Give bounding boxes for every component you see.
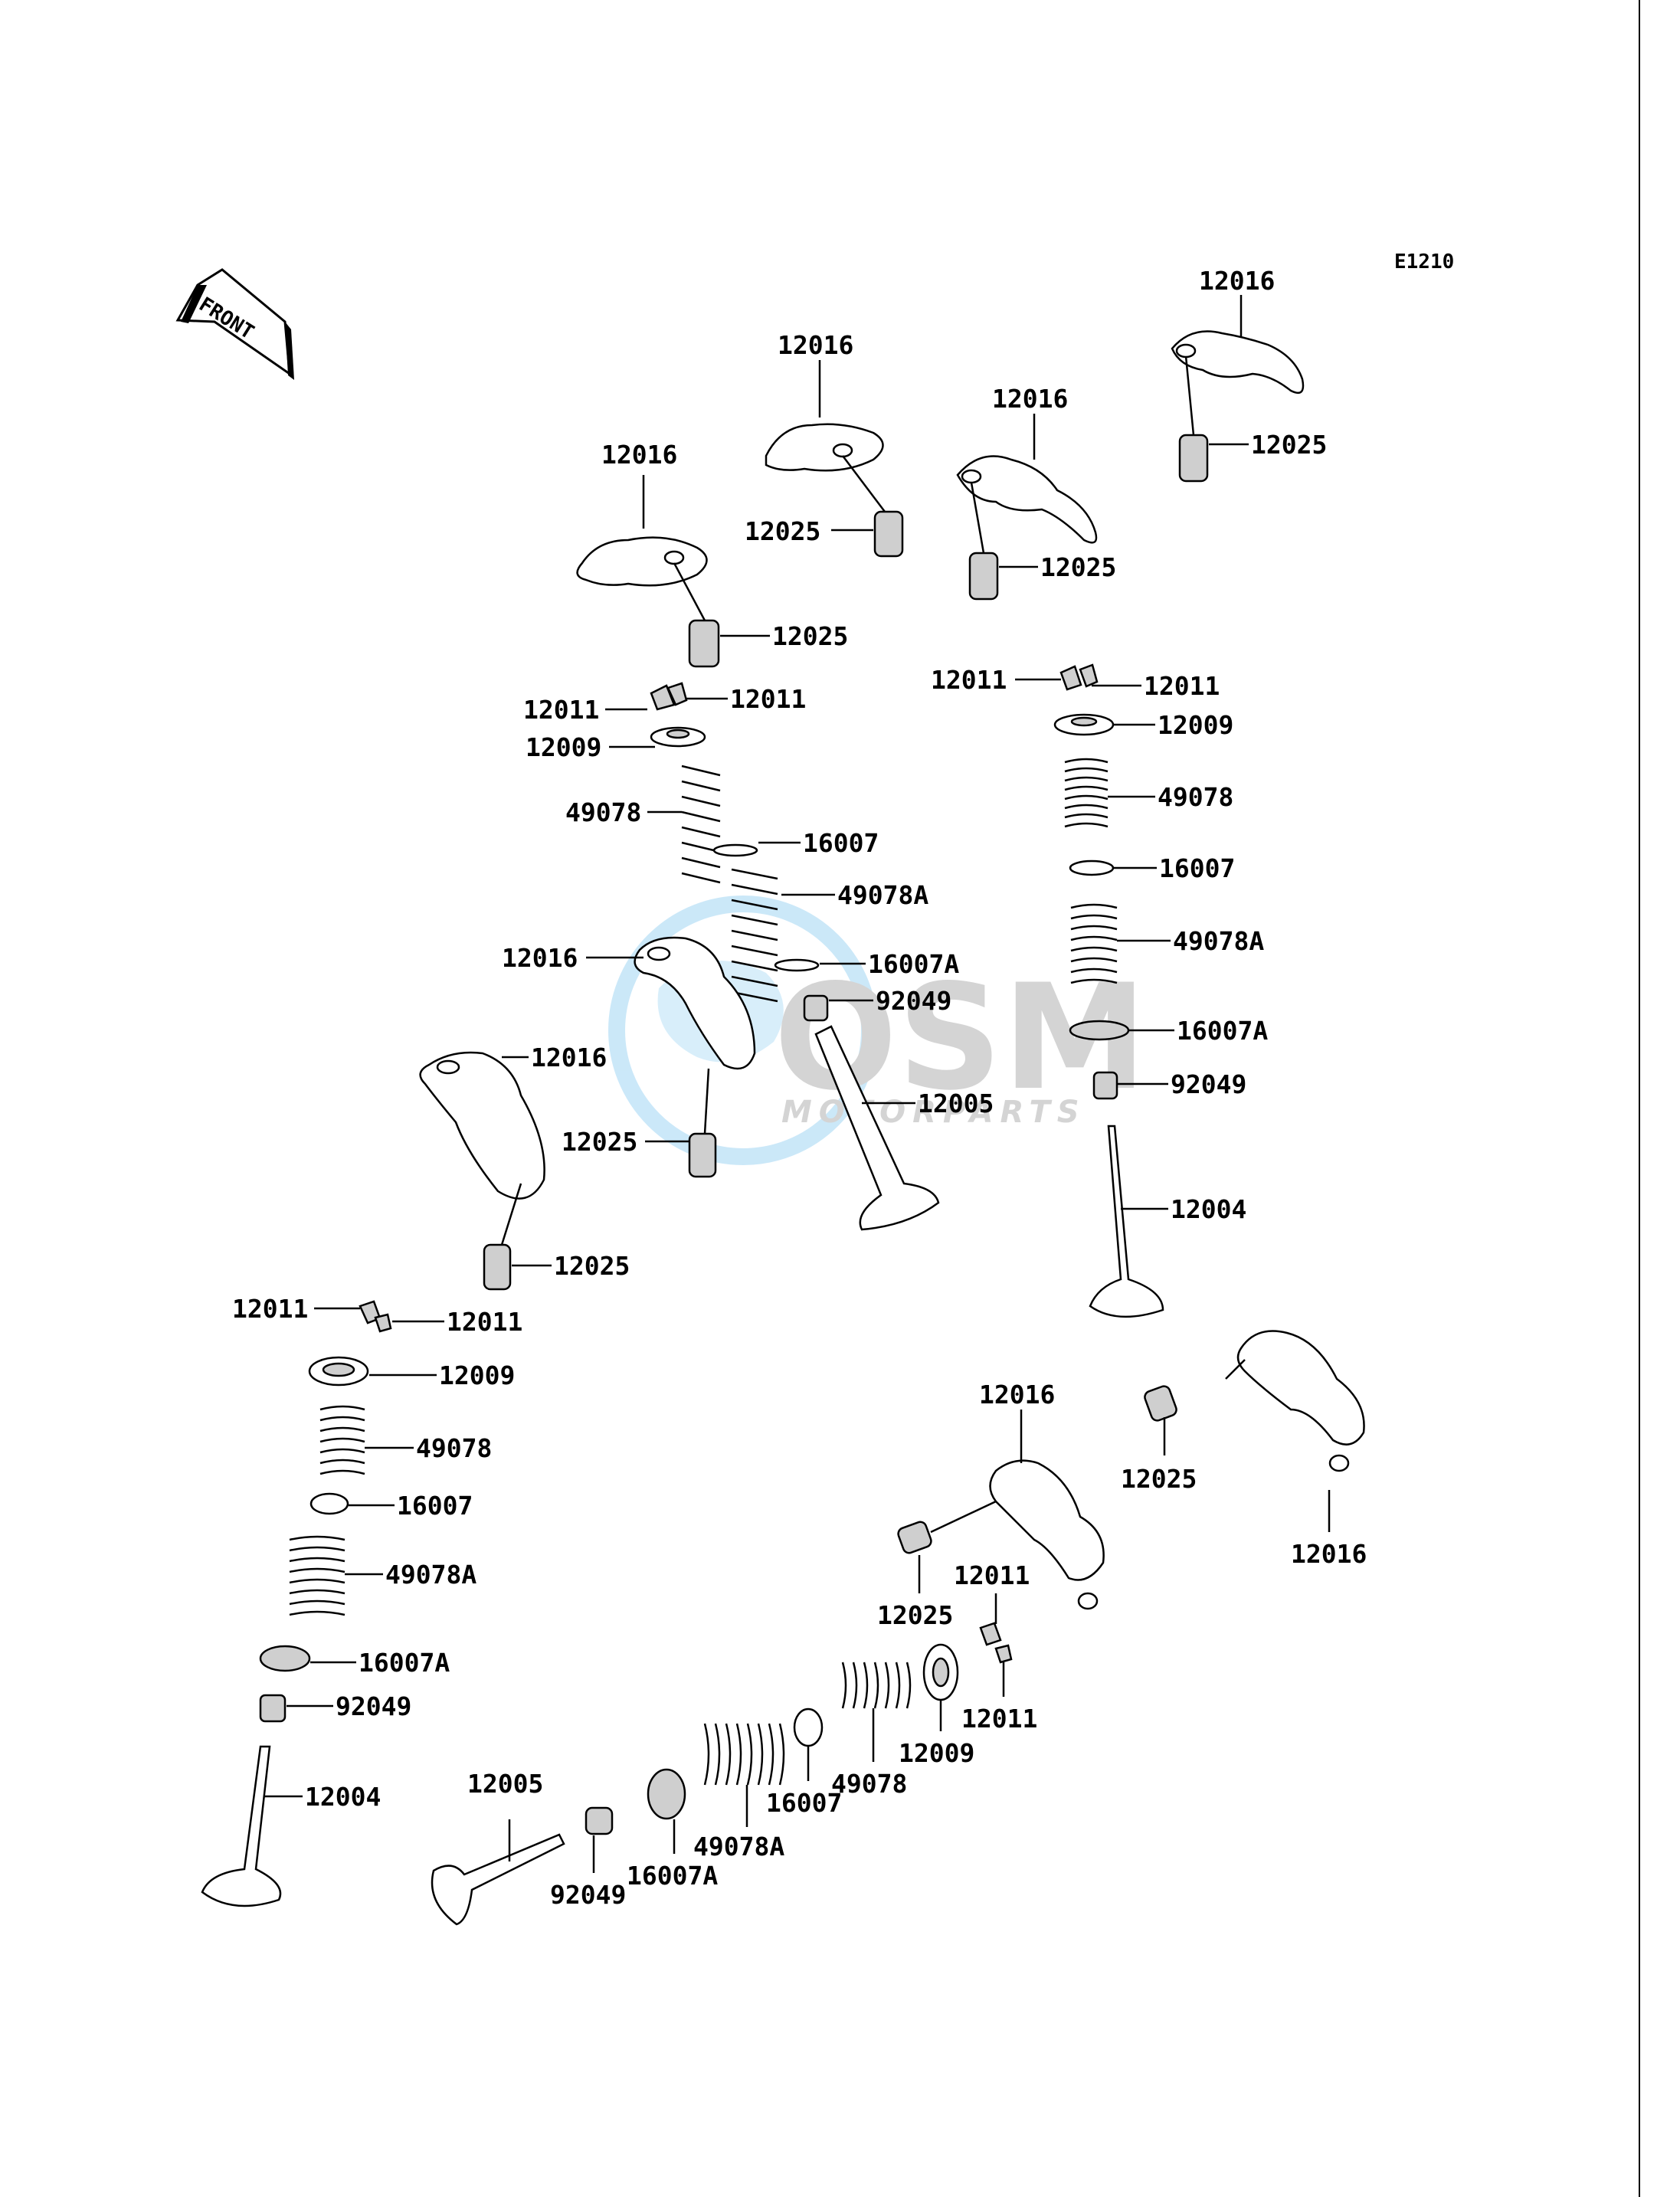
- callout-12011: 12011: [447, 1307, 522, 1337]
- callout-49078: 49078: [416, 1433, 492, 1463]
- rocker-arm-icon: [897, 1459, 1105, 1610]
- rocker-arm-icon: [419, 1051, 545, 1291]
- callout-12016: 12016: [531, 1043, 607, 1072]
- callout-92049: 92049: [1171, 1069, 1246, 1099]
- callout-49078A: 49078A: [385, 1560, 476, 1590]
- callout-12016: 12016: [1199, 266, 1275, 296]
- callout-92049: 92049: [550, 1880, 626, 1910]
- callout-12011: 12011: [1144, 671, 1220, 701]
- figure-code: E1210: [1394, 250, 1454, 273]
- callout-16007A: 16007A: [868, 949, 959, 979]
- callout-16007: 16007: [1159, 853, 1235, 883]
- valve-assembly-d: [431, 1622, 1013, 1926]
- valve-assembly-b: [1053, 663, 1164, 1318]
- callout-12005: 12005: [918, 1089, 994, 1118]
- callout-16007A: 16007A: [627, 1861, 718, 1891]
- rocker-arm-icon: [1171, 295, 1305, 483]
- watermark-globe-icon: [608, 895, 878, 1165]
- callout-12016: 12016: [1291, 1539, 1367, 1569]
- callout-49078: 49078: [1158, 782, 1233, 812]
- callout-12025: 12025: [554, 1251, 630, 1281]
- valve-assembly-c: [201, 1300, 392, 1907]
- callout-49078A: 49078A: [693, 1832, 784, 1861]
- callout-12009: 12009: [526, 732, 601, 762]
- callout-12011: 12011: [730, 684, 806, 714]
- callout-12009: 12009: [899, 1738, 974, 1768]
- callout-16007A: 16007A: [359, 1648, 450, 1678]
- callout-16007: 16007: [766, 1788, 842, 1818]
- rocker-arm-icon: [956, 414, 1098, 601]
- valve-assembly-a: [650, 682, 940, 1231]
- callout-12011: 12011: [954, 1560, 1030, 1590]
- callout-12025: 12025: [1040, 552, 1116, 582]
- callout-12025: 12025: [877, 1600, 953, 1630]
- callout-49078A: 49078A: [837, 880, 928, 910]
- callout-12025: 12025: [772, 621, 848, 651]
- callout-16007: 16007: [803, 828, 879, 858]
- callout-12009: 12009: [439, 1360, 515, 1390]
- callout-16007: 16007: [397, 1491, 473, 1521]
- callout-12011: 12011: [523, 695, 599, 725]
- callout-12004: 12004: [305, 1782, 381, 1812]
- callout-12004: 12004: [1171, 1194, 1246, 1224]
- callout-12025: 12025: [1121, 1464, 1197, 1494]
- callout-12016: 12016: [502, 943, 578, 973]
- callout-12016: 12016: [979, 1380, 1055, 1410]
- rocker-arm-icon: [765, 360, 904, 558]
- callout-49078A: 49078A: [1173, 926, 1264, 956]
- callout-92049: 92049: [876, 986, 951, 1016]
- callout-49078: 49078: [565, 797, 641, 827]
- rocker-arm-icon: [634, 936, 756, 1178]
- callout-12025: 12025: [745, 516, 820, 546]
- rocker-arm-icon: [576, 475, 720, 668]
- callout-12016: 12016: [778, 330, 853, 360]
- watermark-tagline: MOTORPARTS: [781, 1095, 1086, 1130]
- callout-16007A: 16007A: [1177, 1016, 1268, 1046]
- callout-12016: 12016: [992, 384, 1068, 414]
- callout-12009: 12009: [1158, 710, 1233, 740]
- callout-92049: 92049: [336, 1691, 411, 1721]
- front-arrow-icon: FRONT: [175, 268, 294, 380]
- callout-49078: 49078: [831, 1769, 907, 1799]
- callout-12025: 12025: [1251, 430, 1327, 460]
- callout-12005: 12005: [467, 1769, 543, 1799]
- rocker-arm-icon: [1144, 1330, 1365, 1472]
- callout-12011: 12011: [931, 665, 1007, 695]
- callout-12011: 12011: [232, 1294, 308, 1324]
- callout-12016: 12016: [601, 440, 677, 470]
- callout-12025: 12025: [562, 1127, 637, 1157]
- callout-12011: 12011: [961, 1704, 1037, 1734]
